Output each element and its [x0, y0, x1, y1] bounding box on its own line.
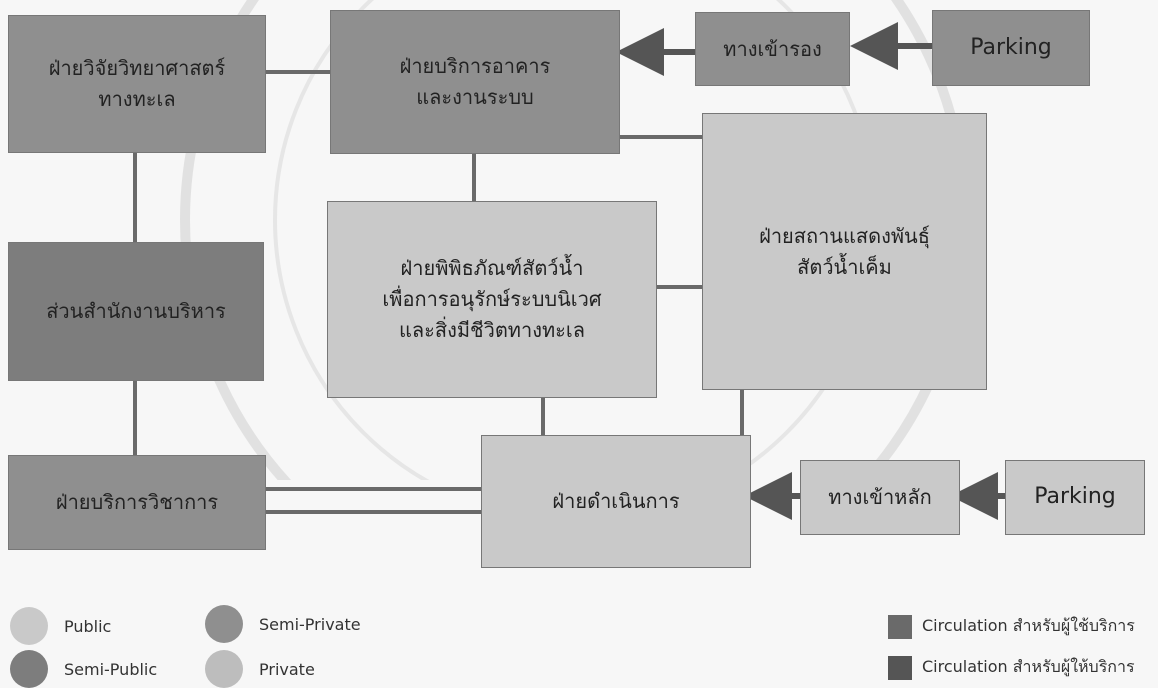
- legend-circulation-staff: Circulation สำหรับผู้ให้บริการ: [888, 655, 1135, 680]
- box-label: ฝ่ายบริการวิชาการ: [55, 490, 219, 514]
- legend-label: Semi-Public: [64, 659, 158, 679]
- box-label: ฝ่ายสถานแสดงพันธุ์ สัตว์น้ำเค็ม: [759, 223, 930, 279]
- legend-dot: [10, 607, 48, 645]
- legend-semi-private: Semi-Private: [205, 605, 361, 643]
- box-marine-exhibit: ฝ่ายสถานแสดงพันธุ์ สัตว์น้ำเค็ม: [702, 113, 987, 390]
- legend-dot: [10, 650, 48, 688]
- legend-semi-public: Semi-Public: [10, 650, 157, 688]
- legend-label: Circulation สำหรับผู้ให้บริการ: [922, 657, 1135, 676]
- box-label: ทางเข้ารอง: [723, 36, 822, 61]
- legend-public: Public: [10, 607, 111, 645]
- legend-label: Semi-Private: [259, 614, 361, 634]
- legend-swatch: [888, 655, 912, 680]
- box-main-entrance: ทางเข้าหลัก: [800, 460, 960, 535]
- box-operations: ฝ่ายดำเนินการ: [481, 435, 751, 568]
- legend-label: Public: [64, 616, 112, 636]
- legend-swatch: [888, 614, 912, 639]
- box-label: ฝ่ายดำเนินการ: [552, 489, 680, 513]
- box-academic-services: ฝ่ายบริการวิชาการ: [8, 455, 266, 550]
- box-admin-office: ส่วนสำนักงานบริหาร: [8, 242, 264, 381]
- box-museum: ฝ่ายพิพิธภัณฑ์สัตว์น้ำ เพื่อการอนุรักษ์ร…: [327, 201, 657, 398]
- box-secondary-entrance: ทางเข้ารอง: [695, 12, 850, 86]
- legend-label: Private: [259, 659, 315, 679]
- box-label: Parking: [970, 34, 1052, 60]
- legend-dot: [205, 650, 243, 688]
- legend-private: Private: [205, 650, 315, 688]
- box-label: ฝ่ายวิจัยวิทยาศาสตร์ ทางทะเล: [48, 56, 226, 111]
- box-label: ทางเข้าหลัก: [828, 485, 932, 509]
- box-label: Parking: [1034, 484, 1116, 510]
- legend-label: Circulation สำหรับผู้ใช้บริการ: [922, 616, 1135, 635]
- box-research: ฝ่ายวิจัยวิทยาศาสตร์ ทางทะเล: [8, 15, 266, 153]
- box-building-services: ฝ่ายบริการอาคาร และงานระบบ: [330, 10, 620, 154]
- legend-circulation-user: Circulation สำหรับผู้ใช้บริการ: [888, 614, 1135, 639]
- legend-dot: [205, 605, 243, 643]
- box-label: ฝ่ายพิพิธภัณฑ์สัตว์น้ำ เพื่อการอนุรักษ์ร…: [382, 256, 602, 342]
- box-parking-top: Parking: [932, 10, 1090, 86]
- box-label: ส่วนสำนักงานบริหาร: [46, 299, 226, 323]
- box-label: ฝ่ายบริการอาคาร และงานระบบ: [399, 54, 551, 109]
- box-parking-bottom: Parking: [1005, 460, 1145, 535]
